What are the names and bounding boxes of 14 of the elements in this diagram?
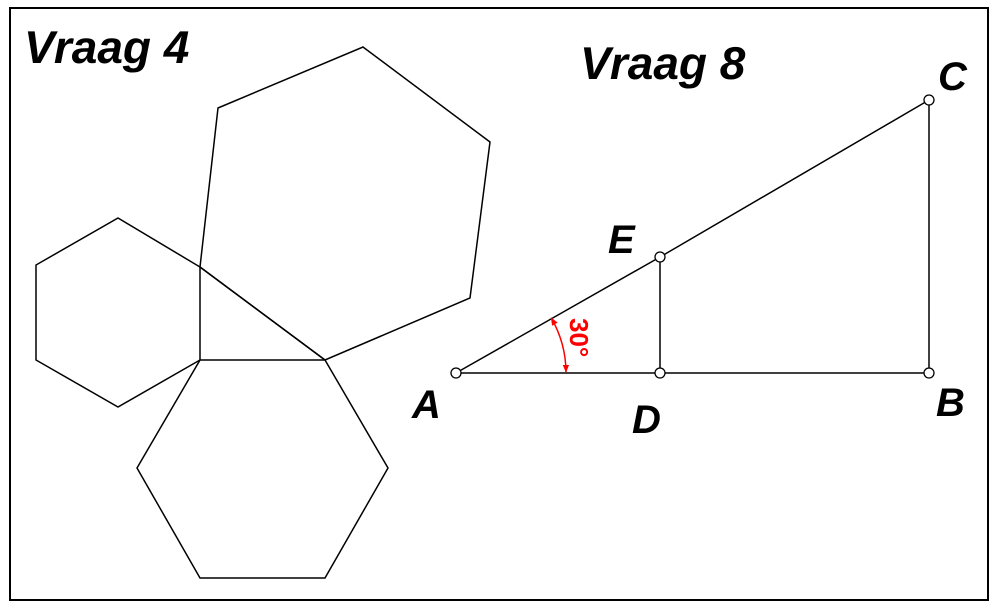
- point-label: B: [936, 383, 965, 423]
- point-label: A: [412, 385, 441, 425]
- point-label: D: [632, 400, 661, 440]
- line-segment: [665, 372, 924, 374]
- line-segment: [928, 105, 930, 368]
- question-heading: Vraag 4: [24, 24, 190, 70]
- point-label: E: [608, 220, 635, 260]
- angle-label: 30°: [566, 318, 592, 358]
- line-segment: [461, 372, 655, 374]
- line-segment: [664, 102, 926, 256]
- line-segment: [460, 258, 656, 372]
- question-heading: Vraag 8: [580, 40, 746, 86]
- point-label: C: [938, 57, 967, 97]
- line-segment: [659, 262, 661, 368]
